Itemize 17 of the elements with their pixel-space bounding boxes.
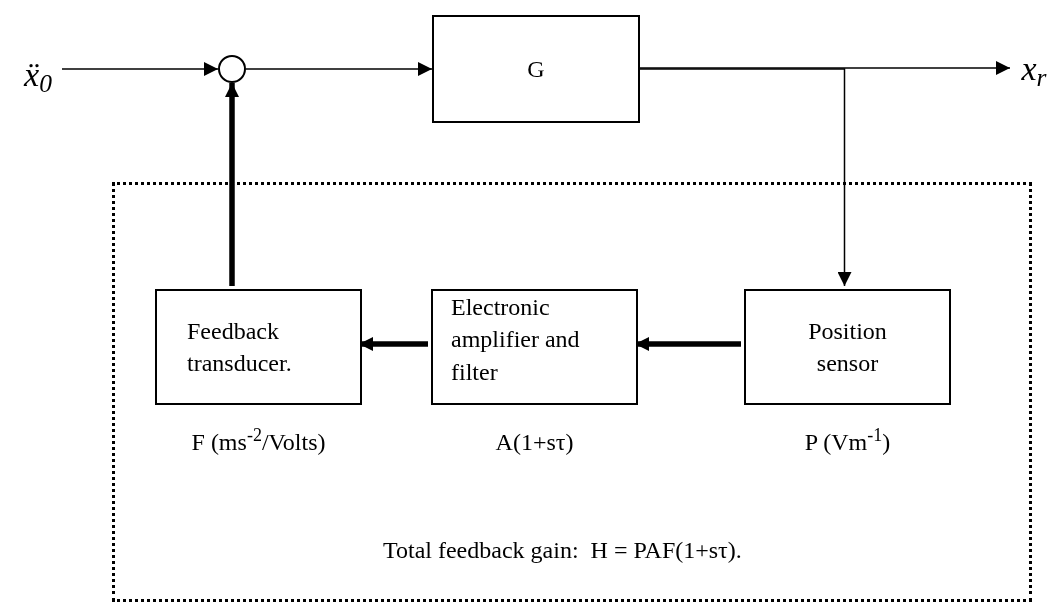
block-box: Electronic amplifier and filter xyxy=(431,289,638,405)
gain-label: F (ms$^{-2}$/Volts) xyxy=(190,427,327,457)
signal-symbol: x$_{r}$ xyxy=(1010,44,1058,92)
signal-arrow xyxy=(245,62,433,76)
summing-junction xyxy=(218,55,246,83)
signal-arrow xyxy=(639,68,852,287)
signal-symbol: ẍ$_{0}$ xyxy=(14,48,62,100)
block-box: Feedback transducer. xyxy=(155,289,362,405)
block-box: G xyxy=(432,15,640,123)
signal-arrow xyxy=(225,83,239,286)
gain-label: P (Vm$^{-1}$) xyxy=(803,427,892,457)
gain-label: A(1+sτ) xyxy=(494,428,575,457)
feedback-loop-region xyxy=(112,182,1032,602)
signal-arrow xyxy=(61,62,219,76)
block-box: Position sensor xyxy=(744,289,951,405)
signal-arrow xyxy=(639,61,1011,75)
feedback-gain-note: Total feedback gain: H = PAF(1+sτ). xyxy=(383,536,742,565)
